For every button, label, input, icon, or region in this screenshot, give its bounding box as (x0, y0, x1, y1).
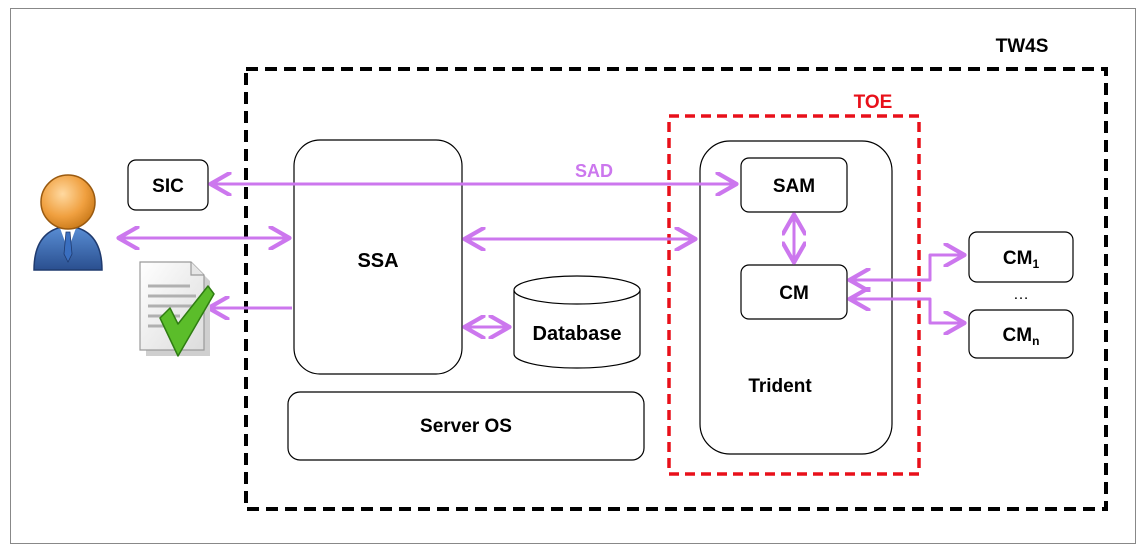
cmn-subscript: n (1032, 334, 1039, 348)
toe-label: TOE (854, 92, 893, 113)
sad-label: SAD (575, 161, 613, 181)
tw4s-boundary (244, 67, 1108, 511)
document-check-icon (139, 261, 215, 357)
database-cylinder (513, 275, 641, 369)
trident-label: Trident (748, 376, 812, 397)
cmn-box (968, 309, 1074, 359)
database-label: Database (533, 323, 622, 345)
server-os-label: Server OS (420, 416, 512, 437)
cm-box (740, 264, 848, 320)
cm1-base: CM (1003, 248, 1033, 269)
cm1-label: CM1 (1003, 248, 1040, 271)
server-os-box (287, 391, 645, 461)
cmn-base: CM (1003, 325, 1033, 346)
sic-box (127, 159, 209, 211)
cm1-box (968, 231, 1074, 283)
ssa-label: SSA (357, 250, 398, 272)
cmn-label: CMn (1003, 325, 1040, 348)
figure-frame (10, 8, 1136, 544)
sic-label: SIC (152, 176, 184, 197)
ssa-box (293, 139, 463, 375)
tw4s-label: TW4S (996, 36, 1049, 57)
arrow-cm-cmn (851, 299, 963, 323)
cm1-subscript: 1 (1032, 257, 1039, 271)
ellipsis-text: … (1013, 286, 1029, 303)
cm-label: CM (779, 283, 809, 304)
sam-box (740, 157, 848, 213)
sam-label: SAM (773, 176, 815, 197)
arrow-cm-cm1 (851, 255, 963, 280)
user-icon (33, 174, 103, 271)
